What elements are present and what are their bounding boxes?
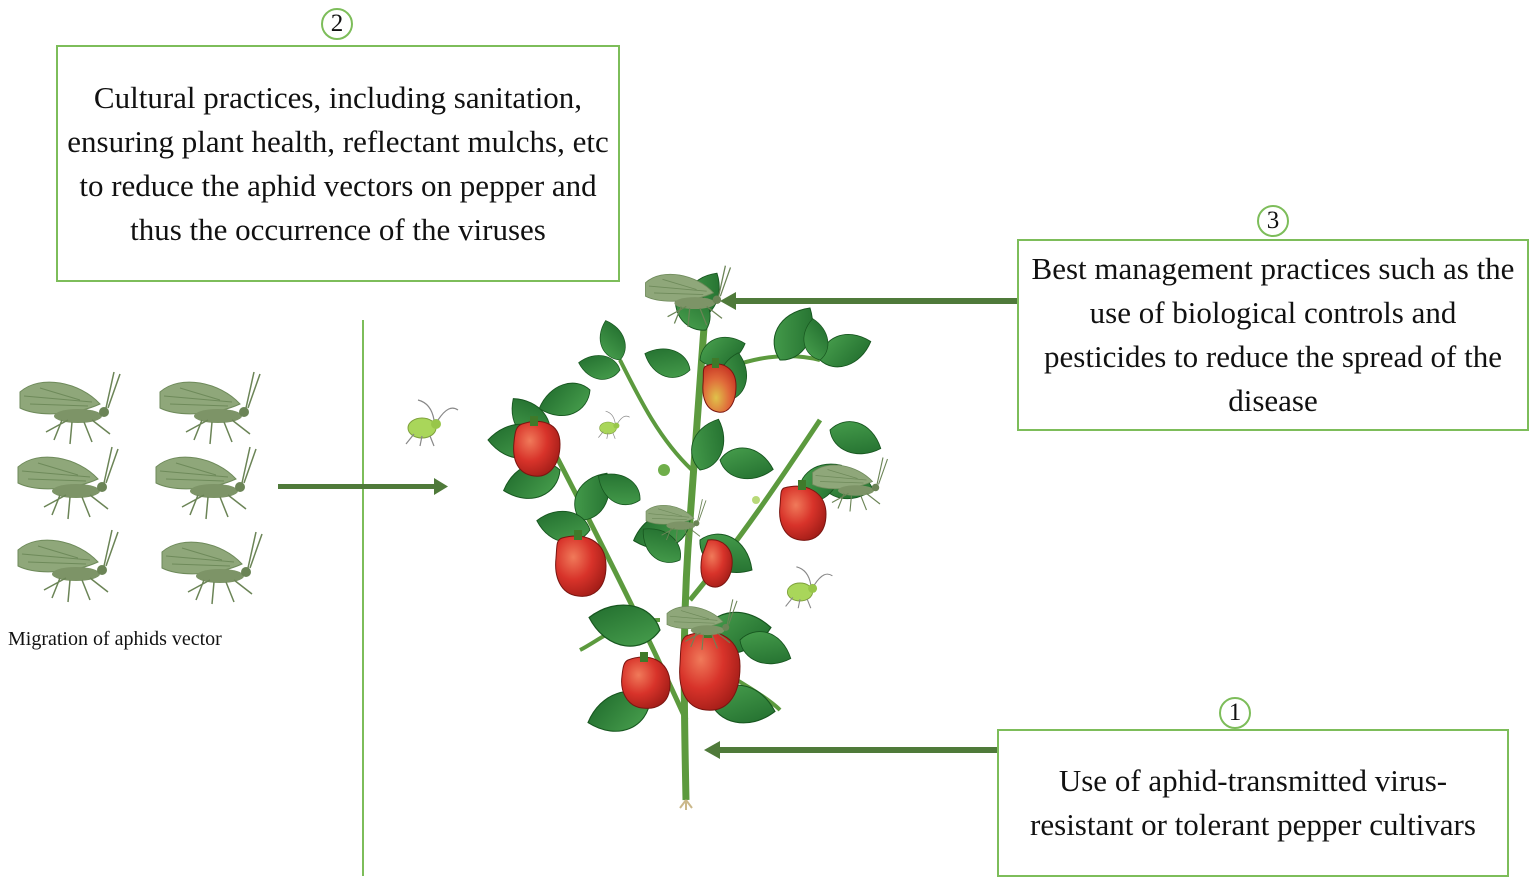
step-number-2: 2	[321, 8, 353, 40]
step-number-1: 1	[1219, 697, 1251, 729]
step-number-3: 3	[1257, 205, 1289, 237]
step-3-box: Best management practices such as the us…	[1017, 239, 1529, 431]
step-1-box: Use of aphid-transmitted virus-resistant…	[997, 729, 1509, 877]
step-2-box: Cultural practices, including sanitation…	[56, 45, 620, 282]
migration-arrow	[278, 478, 448, 495]
aphid-swarm	[17, 371, 263, 605]
arrow-step-3	[720, 292, 1018, 310]
migration-caption: Migration of aphids vector	[8, 628, 222, 650]
pepper-plant	[405, 264, 889, 810]
arrow-step-1	[704, 741, 998, 759]
